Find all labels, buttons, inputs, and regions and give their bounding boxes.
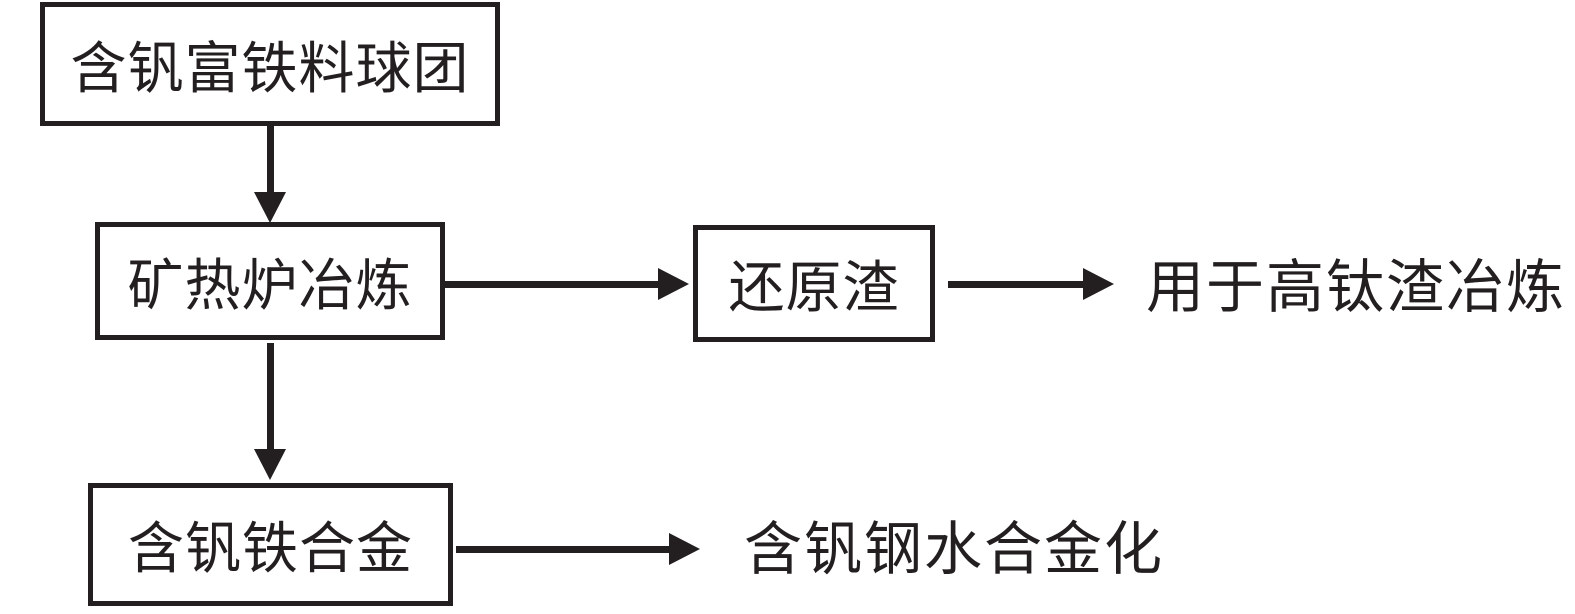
label-molten-steel-alloying-use: 含钒钢水合金化 [744, 517, 1165, 582]
node-vanadium-ferroalloy-label: 含钒铁合金 [128, 519, 413, 581]
arrow-right-icon [1083, 268, 1114, 300]
node-vanadium-ferroalloy: 含钒铁合金 [88, 483, 453, 606]
arrow-down-icon [254, 449, 286, 480]
node-ore-furnace-smelting-label: 矿热炉冶炼 [127, 255, 413, 318]
arrow-slag-to-use-stem [948, 281, 1084, 288]
arrow-pellets-to-smelting-stem [267, 126, 274, 193]
label-high-titanium-slag-use: 用于高钛渣冶炼 [1146, 255, 1567, 320]
node-vanadium-iron-pellets: 含钒富铁料球团 [40, 2, 500, 126]
node-ore-furnace-smelting: 矿热炉冶炼 [95, 222, 445, 340]
node-vanadium-iron-pellets-label: 含钒富铁料球团 [70, 38, 470, 101]
node-reduction-slag: 还原渣 [693, 225, 935, 342]
arrow-alloy-to-use-stem [456, 546, 670, 553]
arrow-right-icon [658, 268, 689, 300]
arrow-smelting-to-slag-stem [445, 281, 659, 288]
node-reduction-slag-label: 还原渣 [728, 258, 900, 320]
arrow-right-icon [669, 533, 700, 565]
arrow-down-icon [254, 192, 286, 223]
arrow-smelting-to-alloy-stem [267, 343, 274, 450]
